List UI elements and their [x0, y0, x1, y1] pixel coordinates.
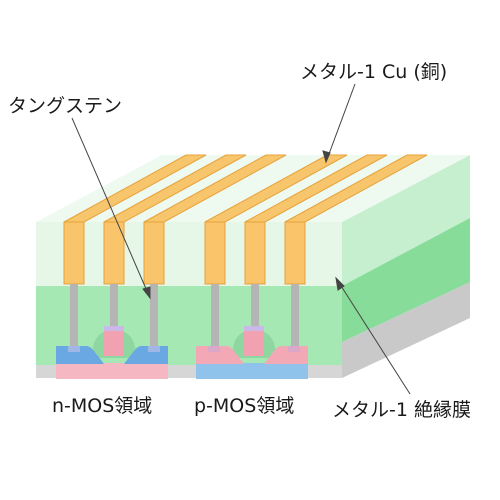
nmos-source-contact — [68, 346, 80, 352]
copper-line-front-5 — [244, 221, 266, 285]
leader-metal1-cu — [325, 83, 356, 163]
pmos-drain-contact — [288, 346, 300, 352]
nmos-transistor — [56, 326, 168, 379]
tungsten-plug-4 — [211, 284, 219, 350]
pmos-well — [196, 363, 308, 379]
label-metal1-cu: メタル-1 Cu (銅) — [300, 61, 447, 83]
pmos-gate — [244, 330, 264, 356]
nmos-gate-top — [104, 326, 124, 331]
pmos-gate-top — [244, 326, 264, 331]
nmos-gate — [104, 330, 124, 356]
label-metal1-insulator: メタル-1 絶縁膜 — [332, 399, 471, 421]
leader-metal1-insulator — [335, 277, 411, 395]
tungsten-plug-1 — [70, 284, 78, 350]
block-side-lower — [342, 218, 470, 342]
arrow-metal1-cu — [322, 150, 331, 164]
substrate-side-face — [342, 282, 470, 378]
label-pmos-region: p-MOS領域 — [194, 395, 294, 417]
copper-line-front-4 — [204, 221, 226, 285]
copper-line-front-1 — [63, 221, 85, 285]
copper-lines-front — [63, 221, 306, 285]
leader-tungsten — [71, 117, 151, 299]
copper-line-front-6 — [284, 221, 306, 285]
leader-lines — [71, 83, 411, 395]
copper-lines-top — [63, 154, 428, 223]
block-side-upper — [342, 155, 470, 286]
label-nmos-region: n-MOS領域 — [52, 395, 152, 417]
copper-line-front-3 — [143, 221, 165, 285]
tungsten-plug-5 — [251, 284, 259, 332]
pmos-source-contact — [208, 346, 220, 352]
nmos-drain-contact — [148, 346, 160, 352]
tungsten-plug-3 — [150, 284, 158, 350]
tungsten-plug-2 — [110, 284, 118, 332]
arrow-tungsten — [142, 286, 151, 300]
arrow-metal1-insulator — [335, 276, 345, 291]
tungsten-plug-6 — [291, 284, 299, 350]
pmos-transistor — [196, 326, 308, 379]
tungsten-plugs — [70, 284, 299, 350]
label-tungsten: タングステン — [8, 95, 122, 117]
nmos-well — [56, 363, 168, 379]
